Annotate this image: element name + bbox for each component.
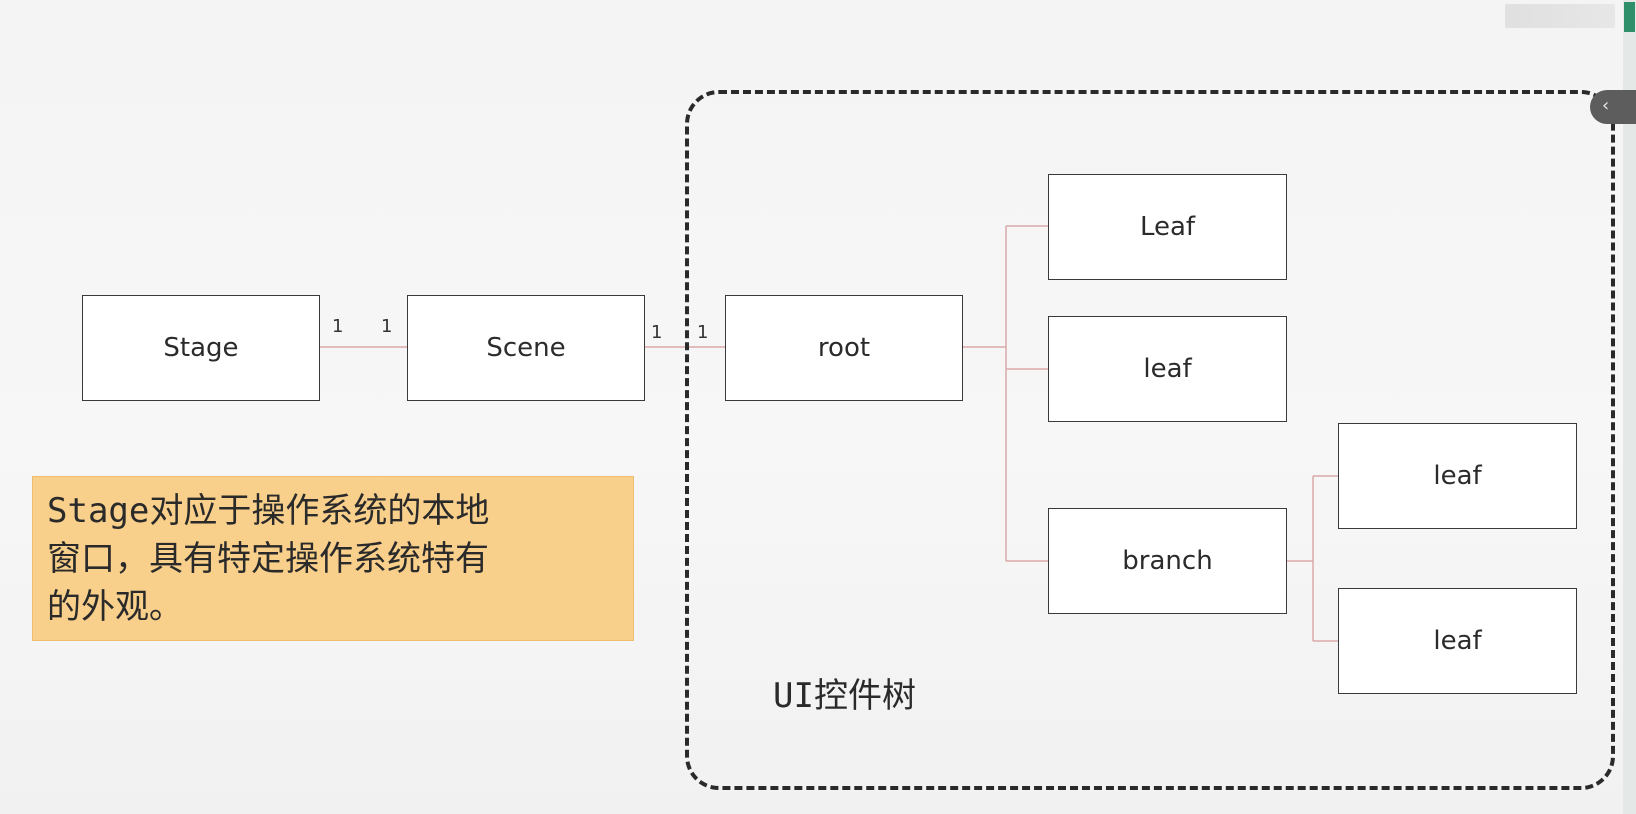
leaf-node-middle: leaf: [1048, 316, 1287, 422]
branch-leaf-node-2: leaf: [1338, 588, 1577, 694]
note-line: 的外观。: [47, 587, 183, 627]
right-rail-marker: [1624, 2, 1635, 32]
branch-leaf-node-1: leaf: [1338, 423, 1577, 529]
ui-control-tree-frame: [685, 90, 1615, 790]
corner-control[interactable]: ‹: [1590, 90, 1636, 124]
note-line: Stage对应于操作系统的本地: [47, 491, 490, 531]
multiplicity-scene-right: 1: [651, 322, 663, 343]
leaf-node-top: Leaf: [1048, 174, 1287, 280]
multiplicity-root: 1: [697, 322, 709, 343]
note-line: 窗口，具有特定操作系统特有: [47, 539, 489, 579]
multiplicity-scene-left: 1: [381, 316, 393, 337]
root-node: root: [725, 295, 963, 401]
stage-description-note: Stage对应于操作系统的本地 窗口，具有特定操作系统特有 的外观。: [32, 476, 634, 641]
branch-node: branch: [1048, 508, 1287, 614]
watermark: [1505, 4, 1615, 28]
chevron-left-icon: ‹: [1602, 95, 1610, 116]
right-scroll-rail: [1623, 0, 1636, 814]
scene-node: Scene: [407, 295, 645, 401]
multiplicity-stage: 1: [332, 316, 344, 337]
ui-tree-label: UI控件树: [773, 676, 916, 716]
stage-node: Stage: [82, 295, 320, 401]
